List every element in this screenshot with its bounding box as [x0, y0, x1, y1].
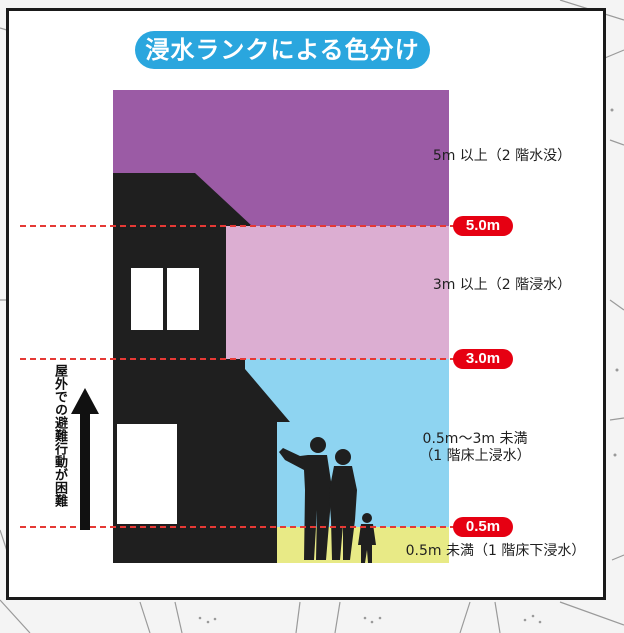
level-line-0_5m	[20, 526, 466, 528]
level-line-5m	[20, 225, 466, 227]
zone-label-0_5m-3m: 0.5m〜3m 未満 （1 階床上浸水）	[400, 431, 550, 465]
zone-label-0_5m-3m-line1: 0.5m〜3m 未満	[422, 431, 528, 447]
zone-label-under-0_5m: 0.5m 未満（1 階床下浸水）	[405, 543, 586, 559]
zone-label-5m-plus: 5m 以上（2 階水没）	[432, 148, 572, 164]
level-badge-5m: 5.0m	[453, 216, 513, 236]
level-badge-3m: 3.0m	[453, 349, 513, 369]
zone-label-0_5m-3m-line2: （1 階床上浸水）	[419, 448, 531, 464]
zone-label-3m-plus: 3m 以上（2 階浸水）	[432, 277, 572, 293]
arrow-up-icon	[71, 388, 99, 530]
evacuation-caption: 屋外での避難行動が困難	[52, 364, 67, 507]
level-badge-0_5m: 0.5m	[453, 517, 513, 537]
diagram-title: 浸水ランクによる色分け	[135, 31, 430, 69]
level-line-3m	[20, 358, 466, 360]
